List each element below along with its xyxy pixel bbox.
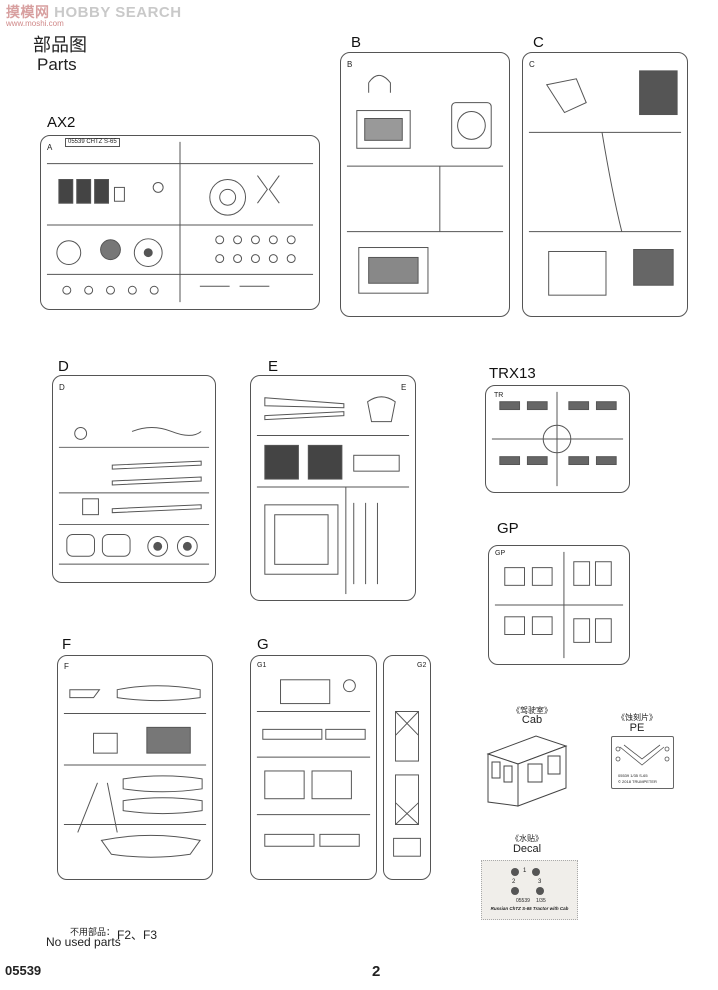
sprue-trx13-drawing	[491, 391, 624, 487]
pe-fret-text: 05539 1/35 S-65	[618, 773, 648, 778]
sprue-ax2-drawing	[46, 141, 314, 303]
decal-caption-cn: 《水贴》	[511, 834, 543, 843]
watermark-logo: 摸模网 HOBBY SEARCH	[6, 4, 182, 21]
pe-caption-en: PE	[629, 722, 645, 734]
sprue-corner-letter: G2	[417, 662, 427, 669]
sprue-e-drawing	[256, 396, 410, 595]
no-used-parts-cn: 不用部品：	[70, 927, 116, 937]
decal-sheet: 1 2 3 05539 1/35 Russian ChTZ S-65 Tract…	[481, 860, 578, 920]
sprue-trx13: TR	[485, 385, 630, 493]
page-title-cn: 部品图	[33, 35, 87, 55]
sprue-d: D	[52, 375, 216, 583]
decal-num-3: 3	[538, 879, 542, 885]
sprue-corner-letter: C	[529, 60, 535, 69]
page-number: 2	[372, 963, 381, 980]
sprue-corner-letter: A	[47, 143, 53, 152]
decal-marking-1b	[532, 868, 540, 876]
sprue-label-g: G	[257, 636, 269, 653]
decal-code: 05539	[516, 898, 530, 904]
cab-caption-en: Cab	[521, 714, 543, 726]
decal-marking-2	[511, 887, 519, 895]
sprue-label-b: B	[351, 34, 362, 51]
sprue-f-drawing	[63, 685, 207, 858]
sprue-corner-letter: GP	[495, 550, 506, 557]
cab-drawing	[486, 735, 568, 807]
pe-caption-cn: 《蚀刻片》	[617, 713, 657, 722]
pe-fret: 05539 1/35 S-65 © 2018 TRUMPETER	[611, 736, 674, 789]
sprue-ax2: 05539 CHTZ S-65 A	[40, 135, 320, 310]
sprue-label-c: C	[533, 34, 544, 51]
sprue-corner-letter: F	[64, 662, 69, 671]
sprue-label-gp: GP	[497, 520, 519, 537]
decal-scale: 1/35	[536, 898, 546, 904]
sprue-corner-letter: TR	[494, 392, 504, 399]
sprue-c-drawing	[528, 70, 682, 296]
sprue-label-ax2: AX2	[47, 114, 76, 131]
decal-num-1: 1	[523, 868, 527, 874]
no-used-parts-en: No used parts	[46, 935, 121, 949]
page-title-en: Parts	[37, 55, 77, 74]
product-code: 05539	[5, 963, 42, 978]
sprue-gp-drawing	[494, 551, 624, 659]
sprue-label-f: F	[62, 636, 72, 653]
sprue-e: E	[250, 375, 416, 601]
sprue-f: F	[57, 655, 213, 880]
sprue-corner-letter: D	[59, 383, 65, 392]
sprue-corner-letter: B	[347, 60, 353, 69]
sprue-g2-drawing	[393, 711, 421, 857]
watermark-url: www.moshi.com	[6, 19, 64, 28]
sprue-label-d: D	[58, 358, 69, 375]
no-used-parts-list: F2、F3	[117, 928, 158, 942]
pe-fret-copyright: © 2018 TRUMPETER	[618, 779, 657, 784]
decal-caption-en: Decal	[512, 843, 542, 855]
sprue-b-drawing	[346, 74, 504, 294]
sprue-b: B	[340, 52, 510, 317]
cab-caption-cn: 《驾驶室》	[512, 706, 552, 715]
decal-marking-3	[536, 887, 544, 895]
decal-num-2: 2	[512, 879, 516, 885]
sprue-c: C	[522, 52, 688, 317]
sprue-tag: 05539 CHTZ S-65	[65, 138, 120, 147]
sprue-label-e: E	[268, 358, 279, 375]
sprue-g1: G1	[250, 655, 377, 880]
sprue-g2: G2	[383, 655, 431, 880]
pe-fret-drawing	[615, 744, 670, 766]
sprue-corner-letter: G1	[257, 662, 267, 669]
sprue-corner-letter: E	[401, 383, 407, 392]
sprue-d-drawing	[58, 427, 210, 565]
sprue-label-trx13: TRX13	[489, 365, 536, 382]
decal-description: Russian ChTZ S-65 Tractor with Cab	[490, 906, 569, 911]
sprue-g1-drawing	[256, 679, 371, 847]
decal-marking-1	[511, 868, 519, 876]
sprue-gp: GP	[488, 545, 630, 665]
